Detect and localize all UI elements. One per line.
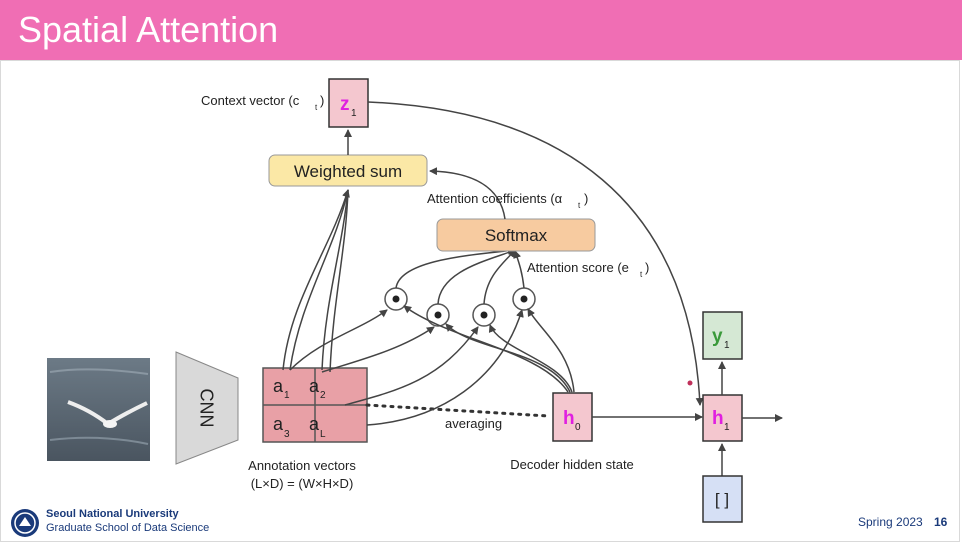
a2-label: a bbox=[309, 376, 320, 396]
school-name: Graduate School of Data Science bbox=[46, 522, 210, 534]
h0-label: h bbox=[563, 408, 575, 429]
annotation-vectors-label: Annotation vectors bbox=[248, 458, 356, 473]
attention-coefficients-close: ) bbox=[584, 191, 588, 206]
slide-frame bbox=[0, 60, 960, 542]
h0-to-dot-curves bbox=[403, 305, 575, 393]
seagull-photo bbox=[47, 358, 150, 461]
averaging-label: averaging bbox=[445, 416, 502, 431]
a3-subscript: 3 bbox=[284, 429, 290, 440]
aL-subscript: L bbox=[320, 429, 326, 440]
z-to-h1-curve bbox=[367, 101, 704, 406]
context-vector-node bbox=[328, 78, 369, 128]
cnn-block bbox=[175, 351, 239, 465]
attention-score-label: Attention score (e bbox=[527, 260, 629, 275]
grid-to-dot-curves bbox=[289, 309, 524, 426]
weighted-sum-label: Weighted sum bbox=[294, 162, 402, 181]
y1-node bbox=[702, 311, 743, 360]
attention-score-close: ) bbox=[645, 260, 649, 275]
attention-score-subscript: t bbox=[640, 270, 643, 279]
h1-subscript: 1 bbox=[724, 422, 730, 433]
y-label: y bbox=[712, 326, 723, 347]
a2-subscript: 2 bbox=[320, 390, 326, 401]
slide-title: Spatial Attention bbox=[18, 9, 279, 50]
h0-subscript: 0 bbox=[575, 422, 581, 433]
h0-node bbox=[552, 392, 593, 442]
grid-to-weighted-sum-curves bbox=[282, 189, 350, 373]
annotation-dims-label: (L×D) = (W×H×D) bbox=[251, 476, 354, 491]
dot-product-nodes bbox=[384, 287, 536, 327]
decoder-hidden-state-label: Decoder hidden state bbox=[510, 457, 634, 472]
context-vector-close: ) bbox=[320, 93, 324, 108]
university-name: Seoul National University bbox=[46, 508, 179, 520]
a1-label: a bbox=[273, 376, 284, 396]
a1-subscript: 1 bbox=[284, 390, 290, 401]
z-subscript: 1 bbox=[351, 108, 357, 119]
averaging-line bbox=[365, 403, 550, 418]
attention-coefficients-subscript: t bbox=[578, 201, 581, 210]
title-bar bbox=[0, 0, 962, 60]
y-subscript: 1 bbox=[724, 340, 730, 351]
softmax-to-weighted-sum-arrow bbox=[429, 167, 506, 220]
aL-label: a bbox=[309, 414, 320, 434]
input-node bbox=[702, 475, 743, 523]
context-vector-subscript: t bbox=[315, 103, 318, 112]
dot-to-softmax-curves bbox=[395, 246, 525, 305]
snu-logo-icon bbox=[11, 509, 39, 537]
h1-label: h bbox=[712, 408, 724, 429]
cnn-label: CNN bbox=[196, 389, 216, 428]
h1-node bbox=[702, 394, 743, 442]
softmax-box bbox=[436, 218, 596, 252]
softmax-label: Softmax bbox=[485, 226, 548, 245]
term-label: Spring 2023 bbox=[858, 515, 923, 529]
pointer-dot bbox=[687, 380, 693, 386]
a3-label: a bbox=[273, 414, 284, 434]
input-label: [ ] bbox=[715, 490, 729, 509]
page-number: 16 bbox=[934, 515, 948, 529]
context-vector-label: Context vector (c bbox=[201, 93, 300, 108]
z-label: z bbox=[340, 94, 350, 115]
attention-coefficients-label: Attention coefficients (α bbox=[427, 191, 563, 206]
